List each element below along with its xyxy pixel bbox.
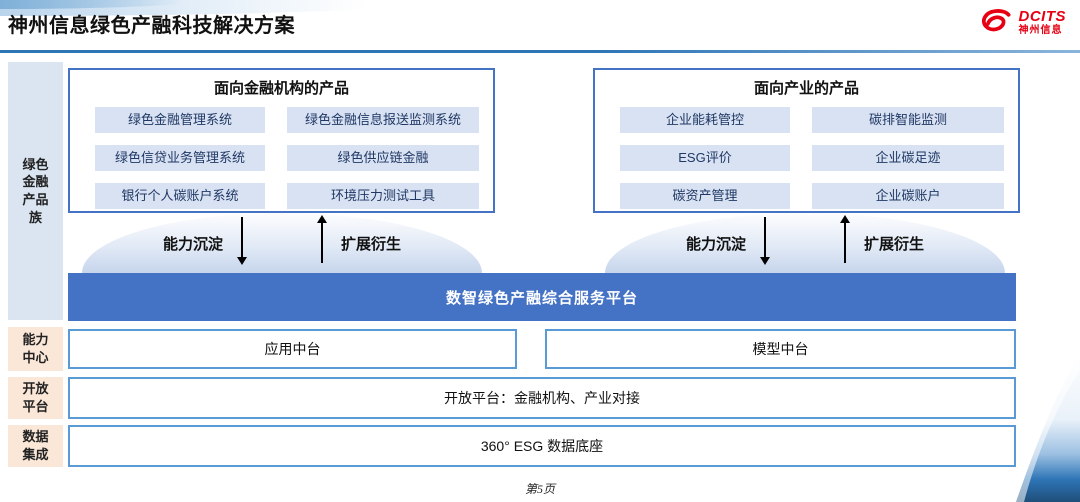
logo-brand-cn-text: 神州信息 [1018, 24, 1063, 36]
product-chip: 环境压力测试工具 [287, 183, 479, 209]
product-chip: 企业碳账户 [812, 183, 1004, 209]
product-box-industry: 面向产业的产品 企业能耗管控 碳排智能监测 ESG评价 企业碳足迹 碳资产管理 … [593, 68, 1020, 213]
sidebar-label: 绿色金融产品族 [22, 156, 49, 225]
corner-ribbon-decoration [1016, 344, 1080, 502]
expand-derive-label: 扩展衍生 [341, 235, 402, 253]
sidebar-item-capability-center: 能力中心 [8, 327, 63, 371]
dome-decoration [605, 213, 1005, 273]
top-swoosh-highlight [0, 0, 200, 9]
title-underline [0, 50, 1080, 53]
product-box-title: 面向产业的产品 [753, 80, 859, 97]
dome-decoration [82, 213, 482, 273]
product-chip: 企业能耗管控 [620, 107, 790, 133]
product-box-title: 面向金融机构的产品 [213, 80, 349, 97]
page-title: 神州信息绿色产融科技解决方案 [8, 15, 295, 37]
up-arrow-icon [840, 215, 850, 263]
arrow-zone-left: 能力沉淀 扩展衍生 [82, 213, 482, 273]
logo-brand-text: DCITS [1018, 7, 1066, 25]
product-chip-grid: 绿色金融管理系统 绿色金融信息报送监测系统 绿色信贷业务管理系统 绿色供应链金融… [70, 98, 493, 209]
app-middle-platform-box: 应用中台 [68, 329, 517, 369]
sidebar-label: 能力中心 [22, 332, 49, 365]
product-chip: 碳排智能监测 [812, 107, 1004, 133]
capability-sink-label: 能力沉淀 [162, 235, 223, 253]
dcits-logo: DCITS 神州信息 [978, 8, 1067, 36]
product-chip: 绿色供应链金融 [287, 145, 479, 171]
down-arrow-icon [760, 217, 770, 265]
up-arrow-icon [317, 215, 327, 263]
product-chip: 银行个人碳账户系统 [95, 183, 265, 209]
product-box-financial: 面向金融机构的产品 绿色金融管理系统 绿色金融信息报送监测系统 绿色信贷业务管理… [68, 68, 495, 213]
sidebar-label: 开放平台 [22, 381, 49, 414]
product-chip: 绿色金融管理系统 [95, 107, 265, 133]
product-chip: 碳资产管理 [620, 183, 790, 209]
sidebar-label: 数据集成 [22, 429, 49, 462]
expand-derive-label: 扩展衍生 [864, 235, 925, 253]
open-platform-row: 开放平台：金融机构、产业对接 [68, 377, 1016, 419]
capability-sink-label: 能力沉淀 [685, 235, 746, 253]
sidebar-item-data-integration: 数据集成 [8, 425, 63, 467]
esg-data-base-row: 360° ESG 数据底座 [68, 425, 1016, 467]
product-chip: 绿色信贷业务管理系统 [95, 145, 265, 171]
page-number: 第5页 [524, 482, 555, 496]
product-chip-grid: 企业能耗管控 碳排智能监测 ESG评价 企业碳足迹 碳资产管理 企业碳账户 [595, 98, 1018, 209]
down-arrow-icon [237, 217, 247, 265]
product-chip: ESG评价 [620, 145, 790, 171]
product-chip: 企业碳足迹 [812, 145, 1004, 171]
sidebar-item-product-family: 绿色金融产品族 [8, 62, 63, 320]
platform-bar: 数智绿色产融综合服务平台 [68, 273, 1016, 321]
arrow-zone-right: 能力沉淀 扩展衍生 [605, 213, 1005, 273]
sidebar-item-open-platform: 开放平台 [8, 377, 63, 419]
model-middle-platform-box: 模型中台 [545, 329, 1016, 369]
logo-swirl-icon [981, 9, 1010, 32]
product-chip: 绿色金融信息报送监测系统 [287, 107, 479, 133]
